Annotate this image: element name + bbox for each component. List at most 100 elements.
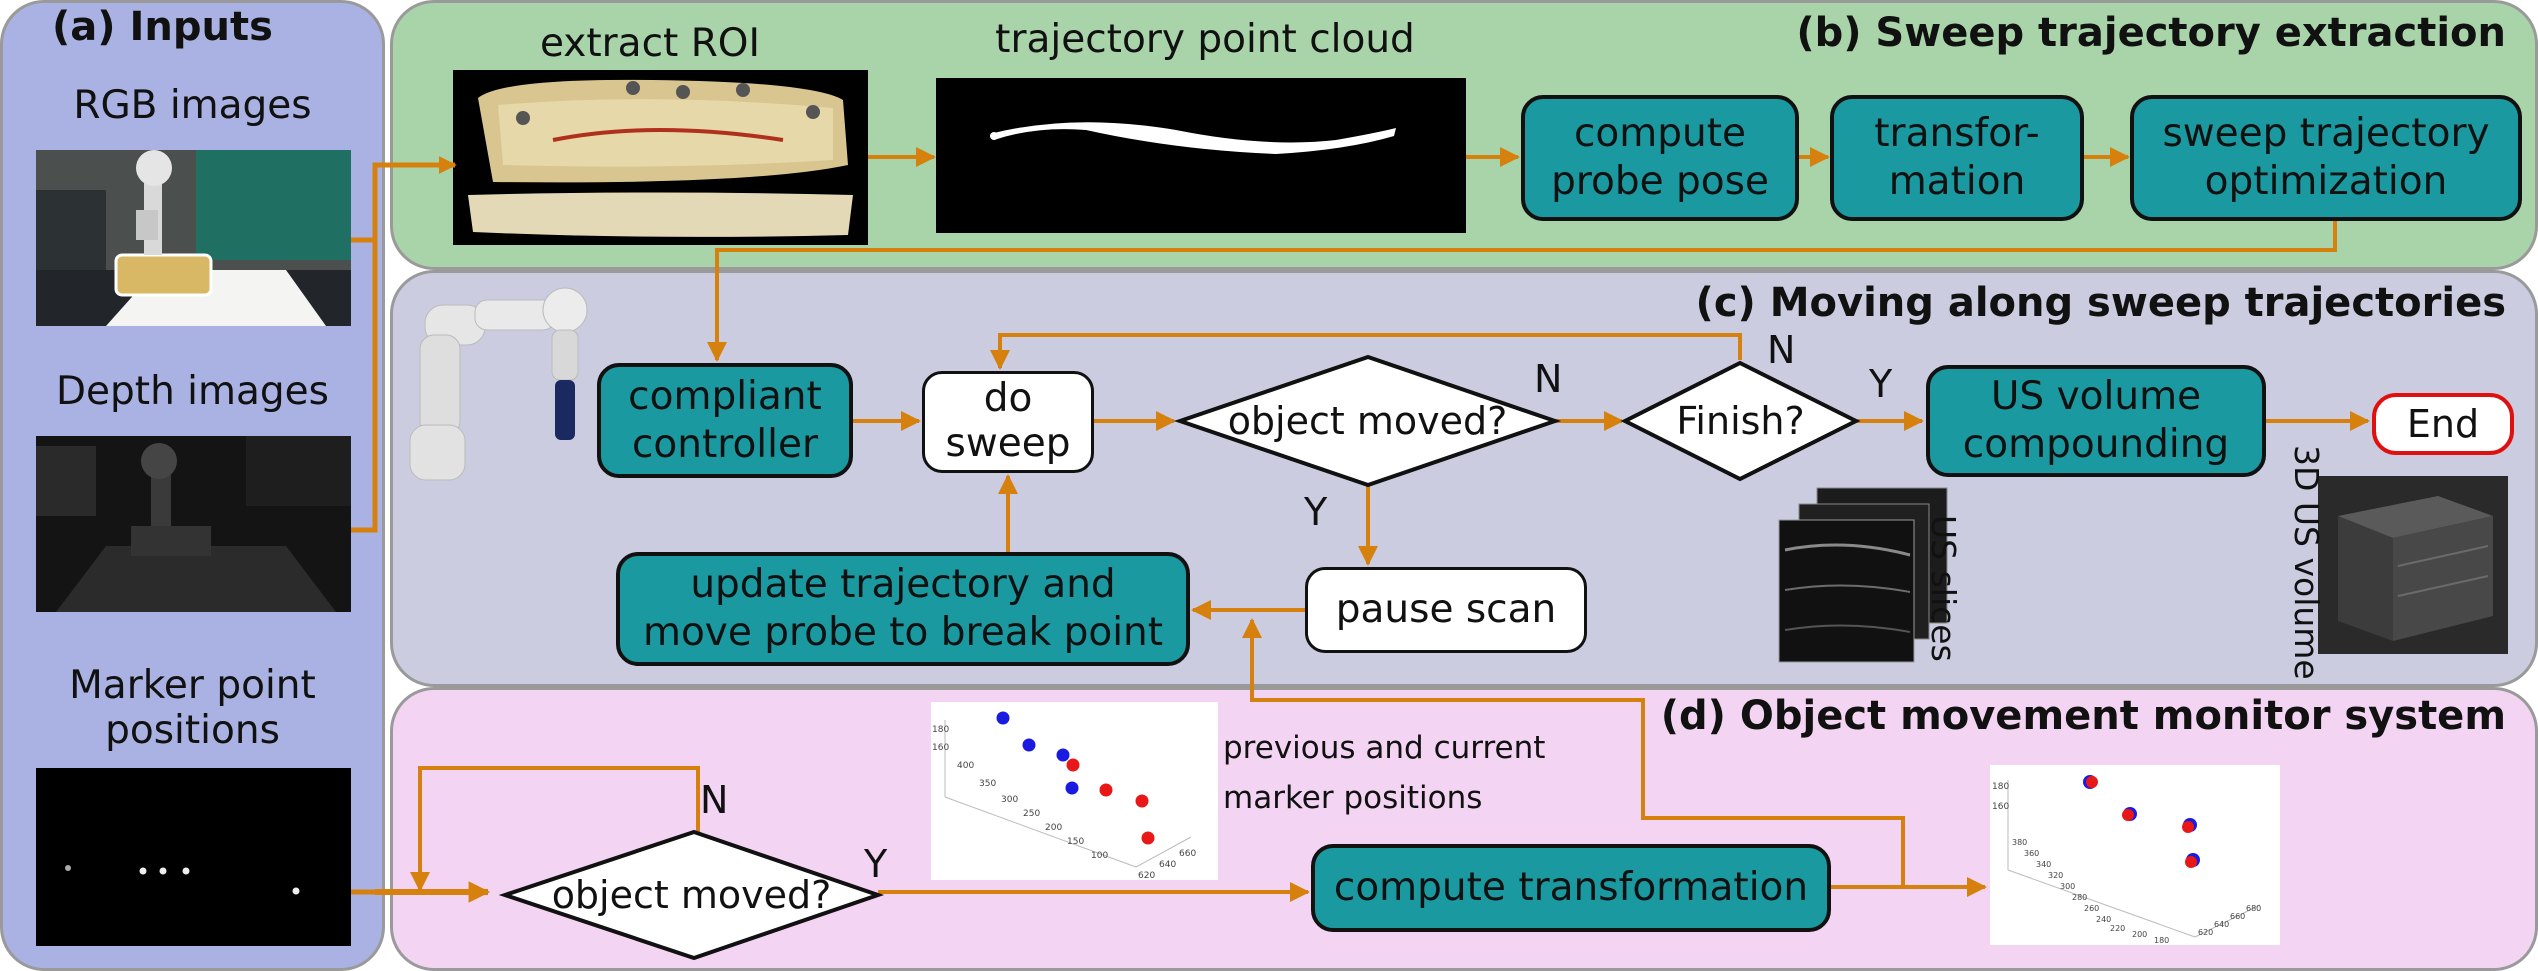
marker-label-line1: Marker point [69, 663, 316, 708]
plot1-current-marker-4 [1141, 831, 1155, 845]
do-sweep-line2: sweep [945, 421, 1071, 466]
plot1-previous-marker-1 [996, 711, 1010, 725]
plot2-current-marker-2 [2122, 809, 2134, 821]
plot2-current-marker-1 [2086, 776, 2098, 788]
diamond-finish [1620, 360, 1861, 482]
moving-n-label-1: N [1534, 357, 1563, 401]
diamond-object-moved-d-text: object moved? [551, 873, 832, 917]
plot1-previous-marker-3 [1056, 748, 1070, 762]
end-box: End [2372, 393, 2514, 455]
update-line2: move probe to break point [642, 610, 1164, 655]
trajectory-cloud-image [936, 78, 1466, 233]
plot2-ztick-3: 320 [2048, 871, 2063, 880]
monitor-n-label: N [700, 778, 729, 822]
transformation-line2: mation [1888, 159, 2026, 204]
plot2-ztick-8: 220 [2110, 924, 2125, 933]
plot1-previous-marker-4 [1065, 781, 1079, 795]
plot1-xtick-2: 660 [1179, 849, 1196, 859]
extract-roi-label: extract ROI [539, 21, 761, 66]
marker-plot-transformed: 180 160 380 360 340 320 300 280 260 240 … [1990, 765, 2280, 945]
arrow-finish-loop-to-sweep [990, 333, 1742, 370]
plot2-ztick-6: 260 [2084, 904, 2099, 913]
transformation-line1: transfor- [1874, 111, 2040, 157]
optimization-line2: optimization [2204, 159, 2448, 204]
compute-transformation-box: compute transformation [1311, 844, 1831, 932]
compliant-line1: compliant [628, 373, 822, 419]
diamond-object-moved-d [498, 829, 885, 961]
panel-extraction-title: (b) Sweep trajectory extraction [1796, 10, 2506, 56]
plot1-current-marker-1 [1066, 758, 1080, 772]
monitor-y-label: Y [864, 842, 888, 886]
marker-positions-label: Marker point positions [0, 663, 385, 754]
diamond-object-moved-c-text: object moved? [1227, 399, 1508, 443]
trajectory-cloud-label: trajectory point cloud [995, 17, 1415, 62]
diamond-finish-text: Finish? [1676, 399, 1805, 443]
plot2-ztick-10: 180 [2154, 936, 2169, 945]
moving-y-label-2: Y [1304, 490, 1328, 534]
arrow-feedback-to-update [1242, 618, 1905, 887]
plot2-ztick-1: 360 [2024, 849, 2039, 858]
plot1-ztick-2: 300 [1001, 795, 1018, 805]
plot2-ztick-0: 380 [2012, 838, 2027, 847]
arrow-monitor-loop-n [410, 766, 700, 892]
update-line1: update trajectory and [690, 562, 1116, 608]
us-volume-line1: US volume [1990, 374, 2202, 420]
3d-volume-image [2318, 476, 2508, 654]
panel-inputs-title: (a) Inputs [52, 4, 273, 50]
plot2-ztick-9: 200 [2132, 930, 2147, 939]
plot2-ztick-5: 280 [2072, 893, 2087, 902]
plot2-xtick-1: 640 [2214, 920, 2229, 929]
probe-pose-line2: probe pose [1551, 159, 1769, 204]
plot1-ztick-4: 200 [1045, 823, 1062, 833]
marker-image [36, 768, 351, 946]
panel-monitor-title: (d) Object movement monitor system [1660, 693, 2506, 739]
rgb-image [36, 150, 351, 326]
moving-n-label-2: N [1767, 328, 1796, 372]
probe-pose-line1: compute [1573, 111, 1747, 157]
plot1-ztick-6: 100 [1091, 851, 1108, 861]
marker-plot-previous-current: 180 160 400 350 300 250 200 150 100 620 … [931, 702, 1218, 880]
plot1-xtick-1: 640 [1159, 860, 1176, 870]
us-slices-image [1775, 480, 1950, 665]
do-sweep-box: do sweep [922, 371, 1094, 473]
panel-moving-title: (c) Moving along sweep trajectories [1695, 280, 2506, 326]
compute-probe-pose-box: compute probe pose [1521, 95, 1799, 221]
plot2-xtick-3: 680 [2246, 904, 2261, 913]
us-volume-line2: compounding [1962, 422, 2230, 467]
sweep-optimization-box: sweep trajectory optimization [2130, 95, 2522, 221]
compliant-line2: controller [631, 421, 819, 467]
plot1-previous-marker-2 [1022, 738, 1036, 752]
depth-images-label: Depth images [56, 369, 329, 414]
compliant-controller-box: compliant controller [597, 363, 853, 478]
diamond-object-moved-c [1173, 354, 1562, 488]
plot1-ztick-0: 400 [957, 761, 974, 771]
plot2-ztick-2: 340 [2036, 860, 2051, 869]
arrow-optimization-to-compliant [707, 221, 2337, 362]
plot1-ztick-5: 150 [1067, 837, 1084, 847]
moving-y-label-1: Y [1869, 362, 1893, 406]
transformation-box: transfor- mation [1830, 95, 2084, 221]
plot2-current-marker-3 [2182, 821, 2194, 833]
plot1-xtick-0: 620 [1138, 871, 1155, 880]
do-sweep-line1: do [983, 376, 1033, 422]
us-volume-compounding-box: US volume compounding [1926, 365, 2266, 477]
plot2-ytick-1: 160 [1992, 802, 2009, 812]
plot1-current-marker-2 [1099, 783, 1113, 797]
roi-image [453, 70, 868, 245]
update-trajectory-box: update trajectory and move probe to brea… [616, 552, 1190, 666]
plot2-current-marker-4 [2185, 856, 2197, 868]
plot2-ztick-4: 300 [2060, 882, 2075, 891]
plot1-current-marker-3 [1135, 794, 1149, 808]
plot2-xtick-2: 660 [2230, 912, 2245, 921]
pause-scan-box: pause scan [1305, 567, 1587, 653]
marker-label-line2: positions [105, 707, 280, 753]
plot1-ytick-0: 180 [932, 725, 949, 735]
plot1-ytick-1: 160 [932, 743, 949, 753]
arrow-rgb-to-roi [351, 156, 457, 243]
plot1-ztick-3: 250 [1023, 809, 1040, 819]
optimization-line1: sweep trajectory [2162, 111, 2490, 157]
markers-caption-line2: marker positions [1223, 779, 1483, 816]
rgb-images-label: RGB images [73, 83, 312, 128]
markers-caption-line1: previous and current [1223, 730, 1546, 766]
